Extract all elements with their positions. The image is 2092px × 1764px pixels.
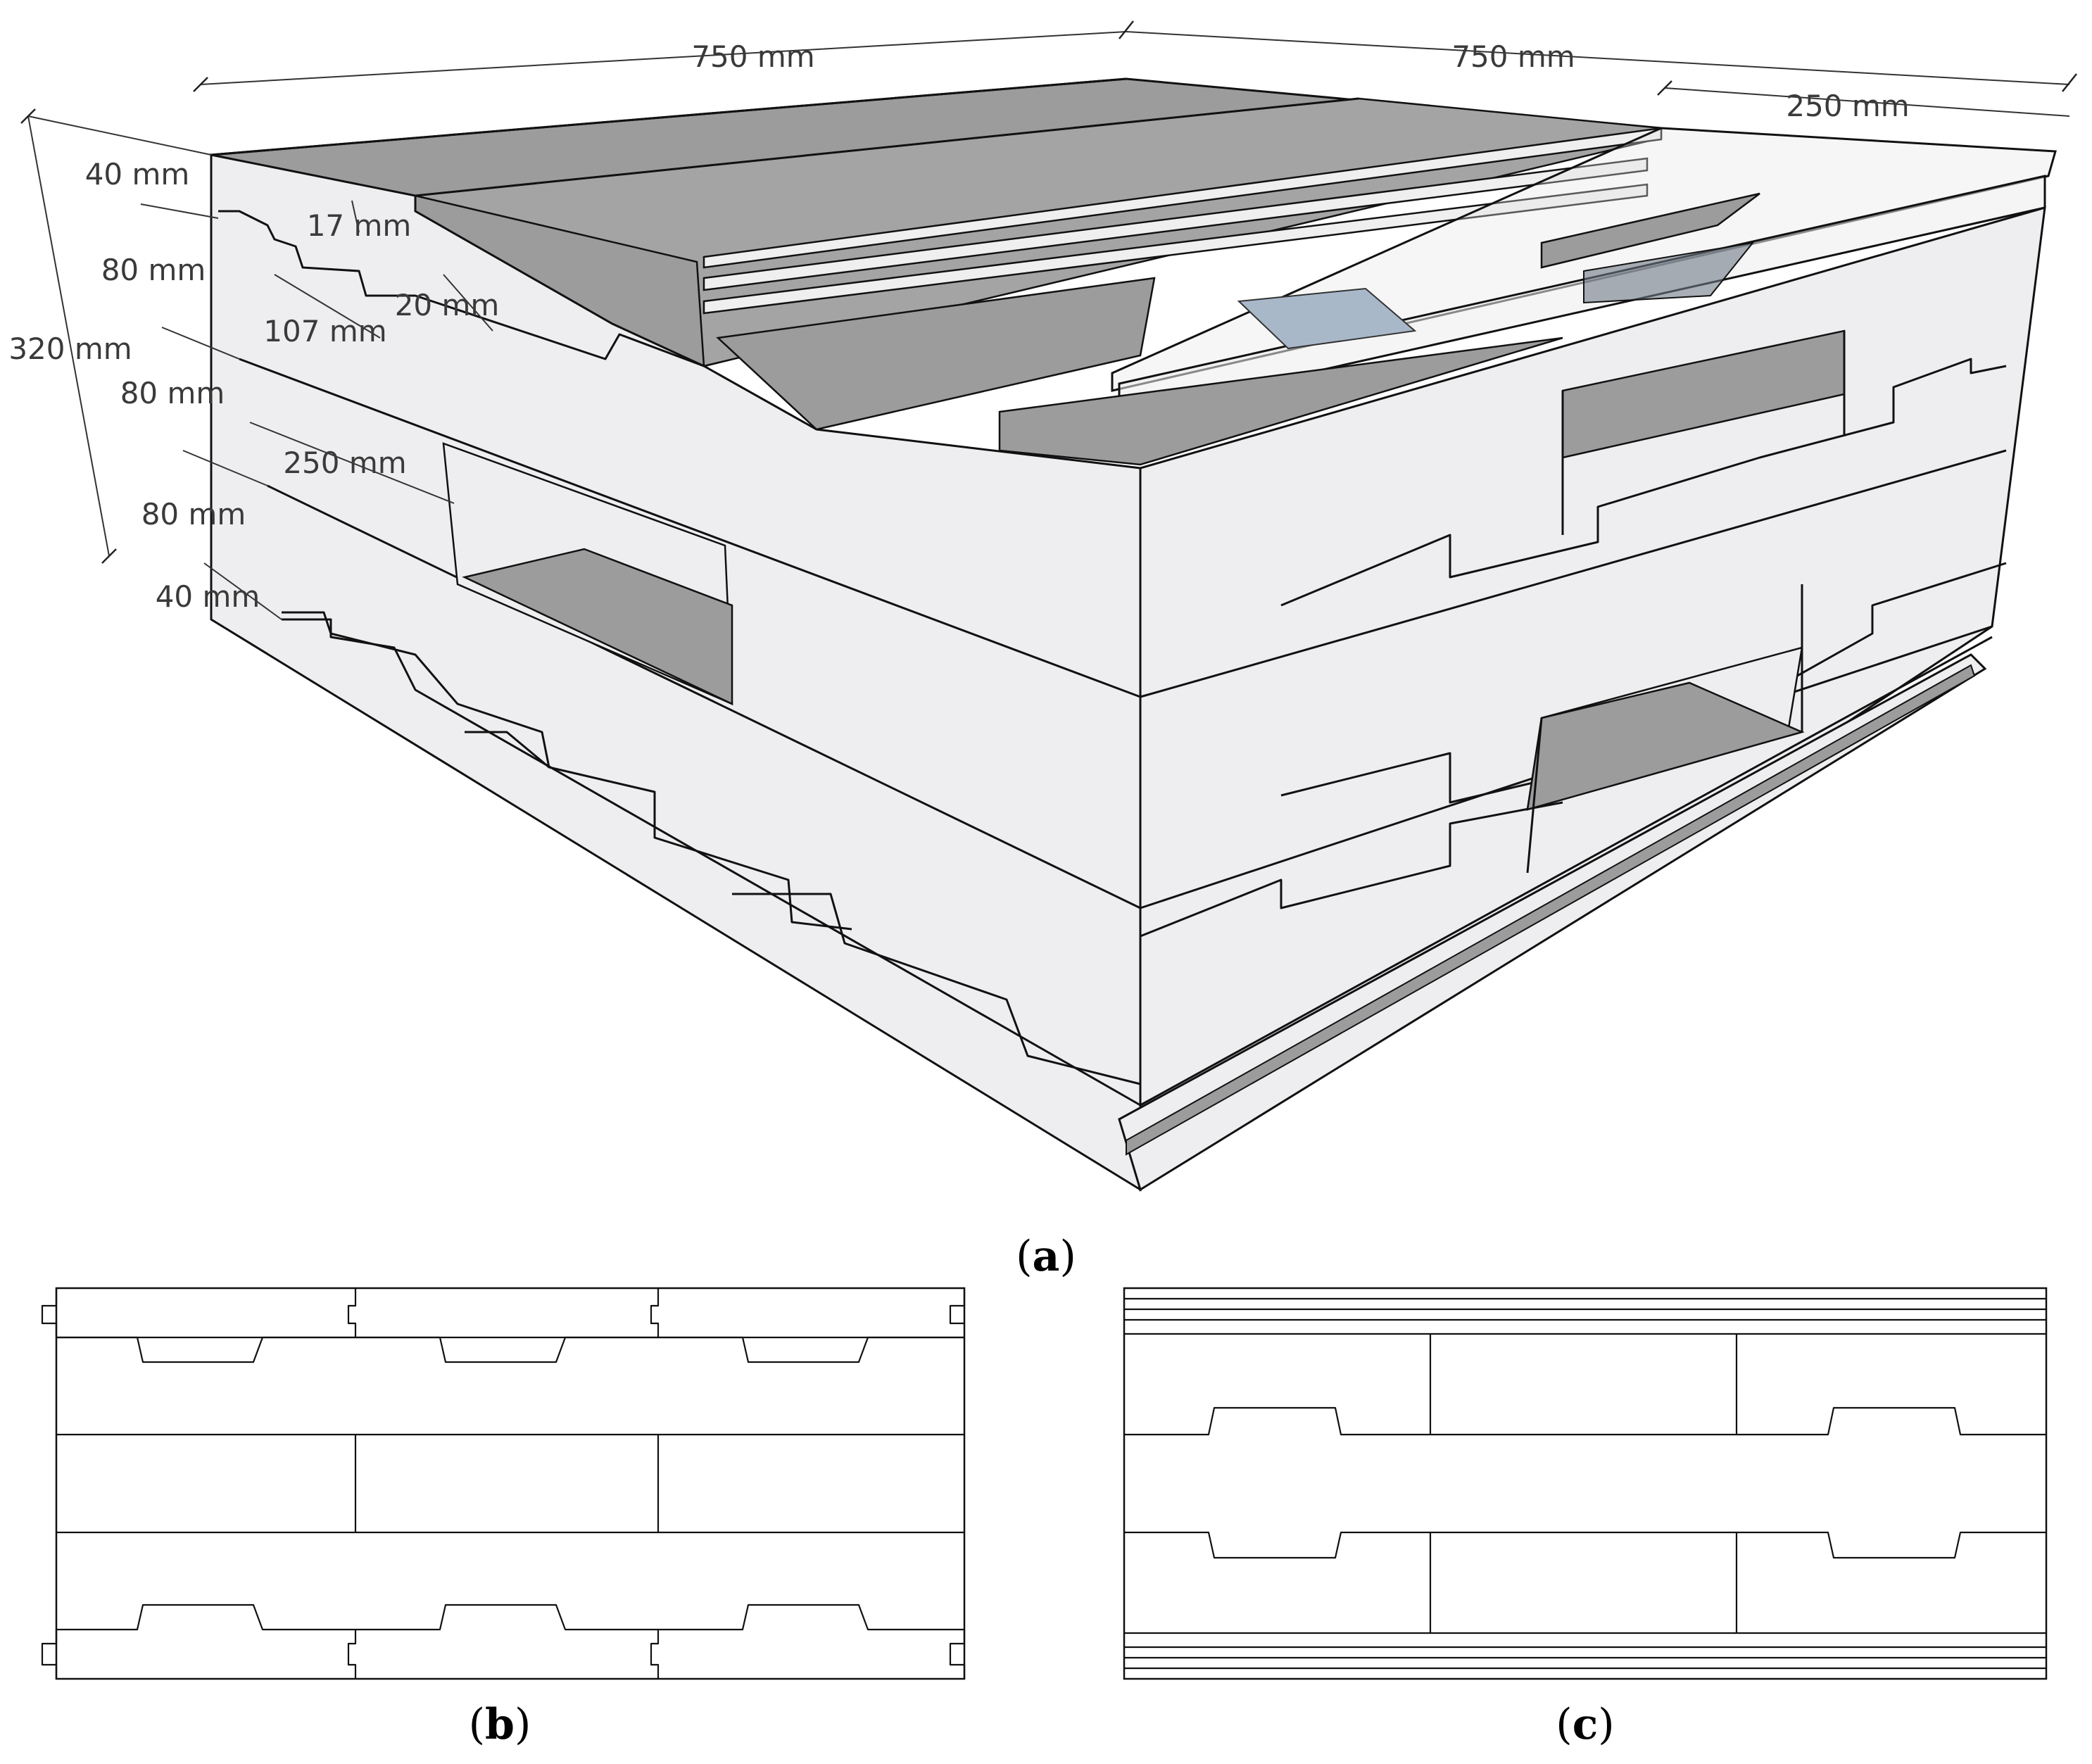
- dim-notch-depth: 17 mm: [307, 208, 412, 243]
- dim-notch-length: 107 mm: [263, 314, 386, 348]
- top-plank-3: [702, 183, 1649, 315]
- panel-b-side-elevation: [41, 1287, 966, 1680]
- dim-layer-bottom-plate: 40 mm: [156, 579, 260, 614]
- dim-height-total: 320 mm: [8, 332, 132, 366]
- panel-a-isometric-pallet: 750 mm 750 mm 250 mm 320 mm 40 mm 80 mm …: [8, 20, 2077, 1192]
- glass-cell: [1237, 287, 1417, 350]
- dim-top-right-width: 750 mm: [1451, 39, 1575, 74]
- right-dark-top-cell: [1540, 192, 1760, 269]
- top-layer-dark-cell-right: [998, 336, 1563, 466]
- panel-c-end-elevation: [1123, 1287, 2048, 1680]
- dim-slot-offset: 250 mm: [1786, 89, 1909, 123]
- top-plank-2: [702, 157, 1649, 291]
- dimension-lines: [20, 20, 2077, 620]
- dim-groove: 20 mm: [395, 288, 500, 322]
- dim-top-left-width: 750 mm: [691, 39, 814, 74]
- top-layer-dark-cell-left: [716, 277, 1156, 431]
- caption-b: (b): [469, 1700, 531, 1749]
- top-plank-1: [702, 127, 1663, 269]
- dim-layer-2: 80 mm: [120, 376, 225, 410]
- right-dark-top-cell-2: [1583, 241, 1755, 304]
- dim-layer-3: 80 mm: [141, 497, 246, 531]
- dim-layer-top-plate: 40 mm: [85, 157, 190, 191]
- left-face-cell-1-floor: [462, 548, 733, 705]
- dim-cell-width: 250 mm: [283, 446, 406, 480]
- dim-layer-1: 80 mm: [101, 253, 206, 287]
- caption-a: (a): [1016, 1232, 1076, 1281]
- caption-c: (c): [1556, 1700, 1614, 1749]
- bottom-skid-groove: [1126, 664, 1976, 1156]
